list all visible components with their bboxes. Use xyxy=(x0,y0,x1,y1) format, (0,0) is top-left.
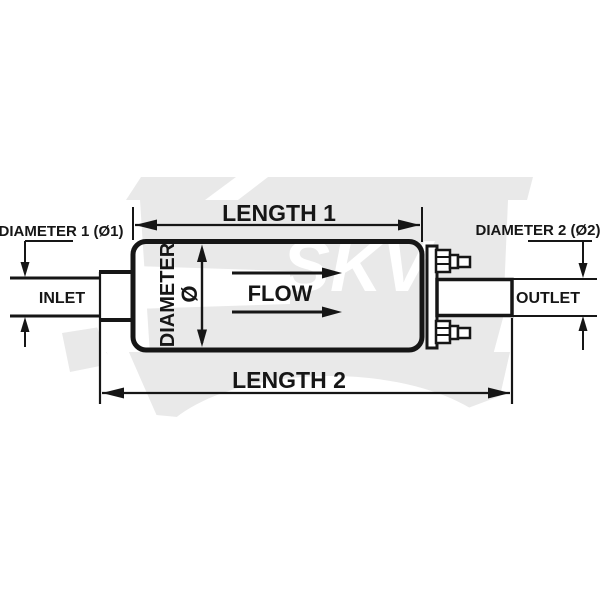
outlet-pipe xyxy=(435,277,514,318)
flow-label: FLOW xyxy=(248,281,313,306)
length2-arrow-right xyxy=(488,387,510,399)
length2-label: LENGTH 2 xyxy=(232,367,346,393)
diameter2-dimension xyxy=(513,240,597,350)
body-diameter-label: DIAMETER xyxy=(157,242,179,347)
watermark-top-band-notch xyxy=(205,177,268,200)
diameter1-arrow-down xyxy=(20,262,30,277)
diameter2-arrow-down xyxy=(578,263,588,278)
diameter2-arrow-up xyxy=(578,316,588,331)
length1-dimension xyxy=(132,207,423,242)
flow-arrows xyxy=(232,267,342,318)
diameter1-label: DIAMETER 1 (Ø1) xyxy=(0,223,124,240)
body-diameter-arrow-down xyxy=(197,329,207,347)
watermark-top-band xyxy=(126,177,533,200)
length2-dimension xyxy=(98,272,514,404)
length1-arrow-left xyxy=(135,219,157,231)
length1-label: LENGTH 1 xyxy=(222,200,336,226)
diameter2-label: DIAMETER 2 (Ø2) xyxy=(475,222,600,239)
watermark-left-wing xyxy=(62,327,100,372)
body-diameter-symbol: Ø xyxy=(177,285,202,302)
outlet-label: OUTLET xyxy=(516,290,580,307)
pump xyxy=(10,239,514,353)
watermark-bottom-arc-cutout xyxy=(150,376,510,548)
watermark-diagonal-slash xyxy=(97,325,160,423)
inlet-label: INLET xyxy=(39,290,85,307)
watermark-white-stripe xyxy=(134,266,290,309)
terminal-top-base xyxy=(434,248,452,274)
flow-arrow-top-head xyxy=(322,267,342,279)
terminal-top-tip xyxy=(456,255,472,269)
terminal-bottom xyxy=(434,319,472,345)
terminal-bottom-tip xyxy=(456,326,472,340)
diameter1-dimension xyxy=(20,240,73,347)
body-diameter-dimension xyxy=(197,244,207,347)
flow-arrow-bottom-head xyxy=(322,306,342,318)
body-diameter-arrow-up xyxy=(197,244,207,262)
pump-body xyxy=(130,239,425,353)
diameter1-arrow-up xyxy=(20,317,30,332)
skv-watermark: SKV xyxy=(62,177,533,548)
length2-arrow-left xyxy=(102,387,124,399)
terminal-bottom-base xyxy=(434,319,452,345)
length1-arrow-right xyxy=(398,219,420,231)
terminal-top xyxy=(434,248,472,274)
